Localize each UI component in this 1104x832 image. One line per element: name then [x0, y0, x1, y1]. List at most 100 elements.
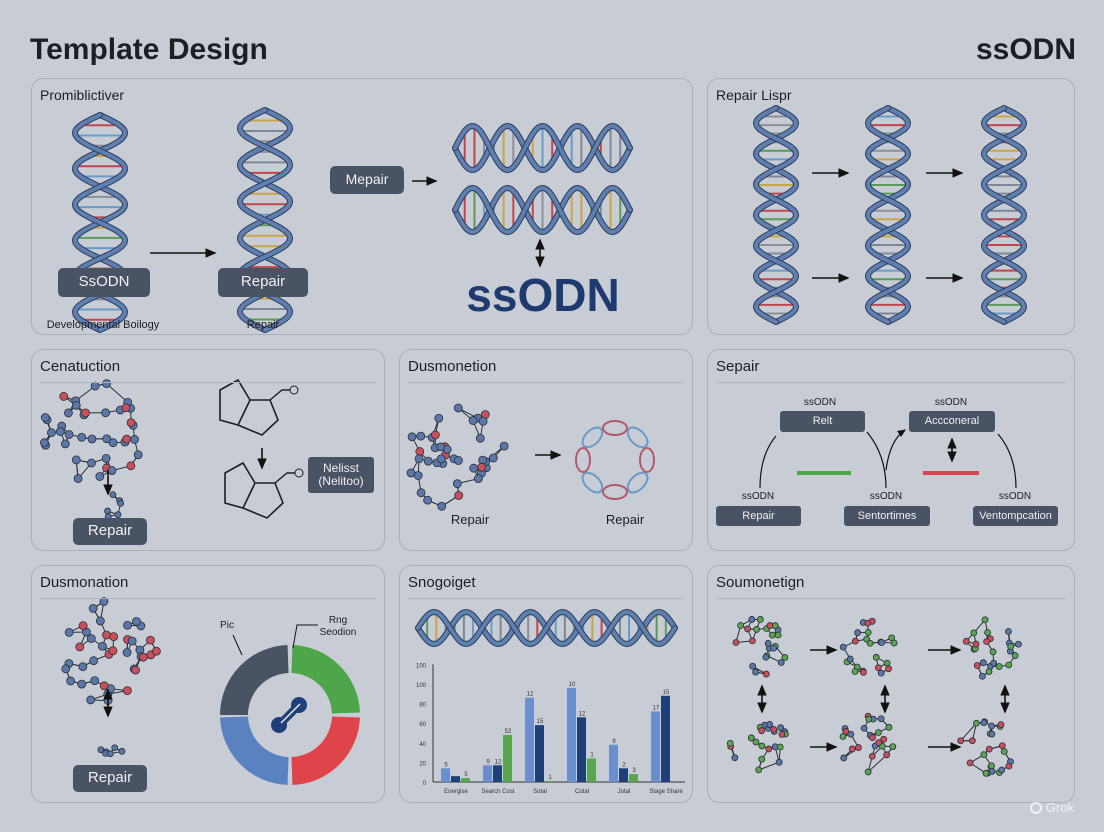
atom: [123, 620, 132, 630]
donut-segment: [291, 645, 360, 714]
chemical-ring-icon: [224, 461, 304, 519]
atom: [1005, 628, 1012, 635]
atom: [840, 754, 848, 762]
caption-repair-right: Repair: [605, 512, 645, 527]
side-chain: [269, 389, 290, 401]
atom: [114, 511, 122, 519]
bar: [577, 717, 586, 782]
atom: [73, 474, 83, 483]
node-sentortimes: Sentortimes: [844, 506, 930, 526]
ring-segment: [626, 426, 649, 449]
atom: [102, 379, 111, 389]
x-tick-label: Sotal: [533, 789, 547, 795]
atom: [39, 438, 49, 448]
donut-segment: [220, 716, 289, 785]
atom: [890, 639, 898, 647]
atom: [766, 622, 774, 629]
atom: [109, 632, 119, 641]
atom: [55, 427, 65, 436]
bar: [525, 697, 534, 782]
dna-ring-icon: [575, 420, 655, 500]
atom: [885, 665, 892, 673]
atom: [998, 766, 1006, 774]
dna-helix-icon: [864, 105, 912, 325]
helix-strand: [416, 610, 677, 646]
atom: [413, 471, 423, 480]
x-tick-label: Jotal: [618, 789, 631, 795]
panel-title: Sepair: [716, 358, 760, 375]
y-tick-label: 20: [419, 761, 426, 767]
atom: [1000, 748, 1008, 755]
ssodn-box: SsODN: [58, 268, 150, 297]
node-repair: Repair: [716, 506, 801, 526]
bar: [629, 774, 638, 782]
helix-strand: [981, 106, 1027, 324]
atom: [131, 665, 140, 675]
caption-repair: Repair: [246, 319, 280, 331]
node-ventompcation: Ventompcation: [973, 506, 1058, 526]
atom: [981, 616, 989, 624]
panel-promiblictiver: Promiblictiver: [31, 78, 693, 335]
atom: [431, 430, 440, 440]
panel-title: Dusmonation: [40, 574, 129, 591]
atom: [997, 721, 1005, 728]
atom: [859, 668, 867, 676]
atom: [64, 430, 74, 439]
divider: [40, 598, 376, 599]
atom: [848, 745, 856, 753]
divider: [716, 382, 1066, 383]
y-tick-label: 100: [416, 663, 427, 669]
bar-value-label: 10: [569, 682, 576, 688]
atom: [984, 629, 991, 636]
atom: [122, 686, 132, 696]
atom: [64, 627, 74, 637]
divider: [716, 598, 1066, 599]
y-tick-label: 60: [419, 722, 426, 728]
atom: [875, 739, 883, 747]
atom: [854, 629, 862, 637]
atom: [423, 456, 433, 466]
atom: [87, 458, 96, 468]
bar-value-label: 1: [590, 752, 594, 758]
molecule-icon: [97, 744, 126, 758]
atom: [88, 603, 98, 613]
panel-snogoiget: Snogoiget: [399, 565, 693, 803]
atom: [66, 676, 76, 686]
chemical-ring-icon: [219, 378, 299, 436]
bar: [609, 744, 618, 782]
atom: [78, 621, 88, 631]
watermark: Grok: [1029, 800, 1074, 815]
molecule-icon: [962, 616, 1022, 680]
y-tick-label: 80: [419, 703, 426, 709]
atom: [753, 626, 760, 633]
atom: [77, 679, 87, 689]
atom: [839, 643, 847, 651]
bond: [960, 722, 977, 742]
atom: [1015, 640, 1022, 648]
bar: [587, 758, 596, 782]
atom: [855, 744, 862, 751]
atom: [101, 454, 111, 463]
helix-strand: [453, 123, 632, 173]
bar: [451, 776, 460, 782]
atom: [98, 641, 107, 651]
bond: [867, 754, 888, 773]
ring-segment: [575, 447, 591, 473]
atom: [877, 669, 885, 677]
atom: [95, 616, 105, 626]
atom: [101, 408, 111, 418]
atom: [71, 401, 81, 410]
divider: [40, 382, 376, 383]
atom: [111, 744, 119, 752]
x-tick-label: Cotal: [575, 789, 589, 795]
bar-value-label: 52: [505, 729, 512, 735]
bar-value-label: 1: [548, 775, 552, 781]
leader-line: [292, 624, 318, 649]
page-right-title: ssODN: [975, 33, 1076, 66]
helix-strand: [865, 106, 911, 324]
atom: [864, 628, 872, 636]
leader-line: [232, 634, 243, 656]
atom: [40, 413, 50, 422]
